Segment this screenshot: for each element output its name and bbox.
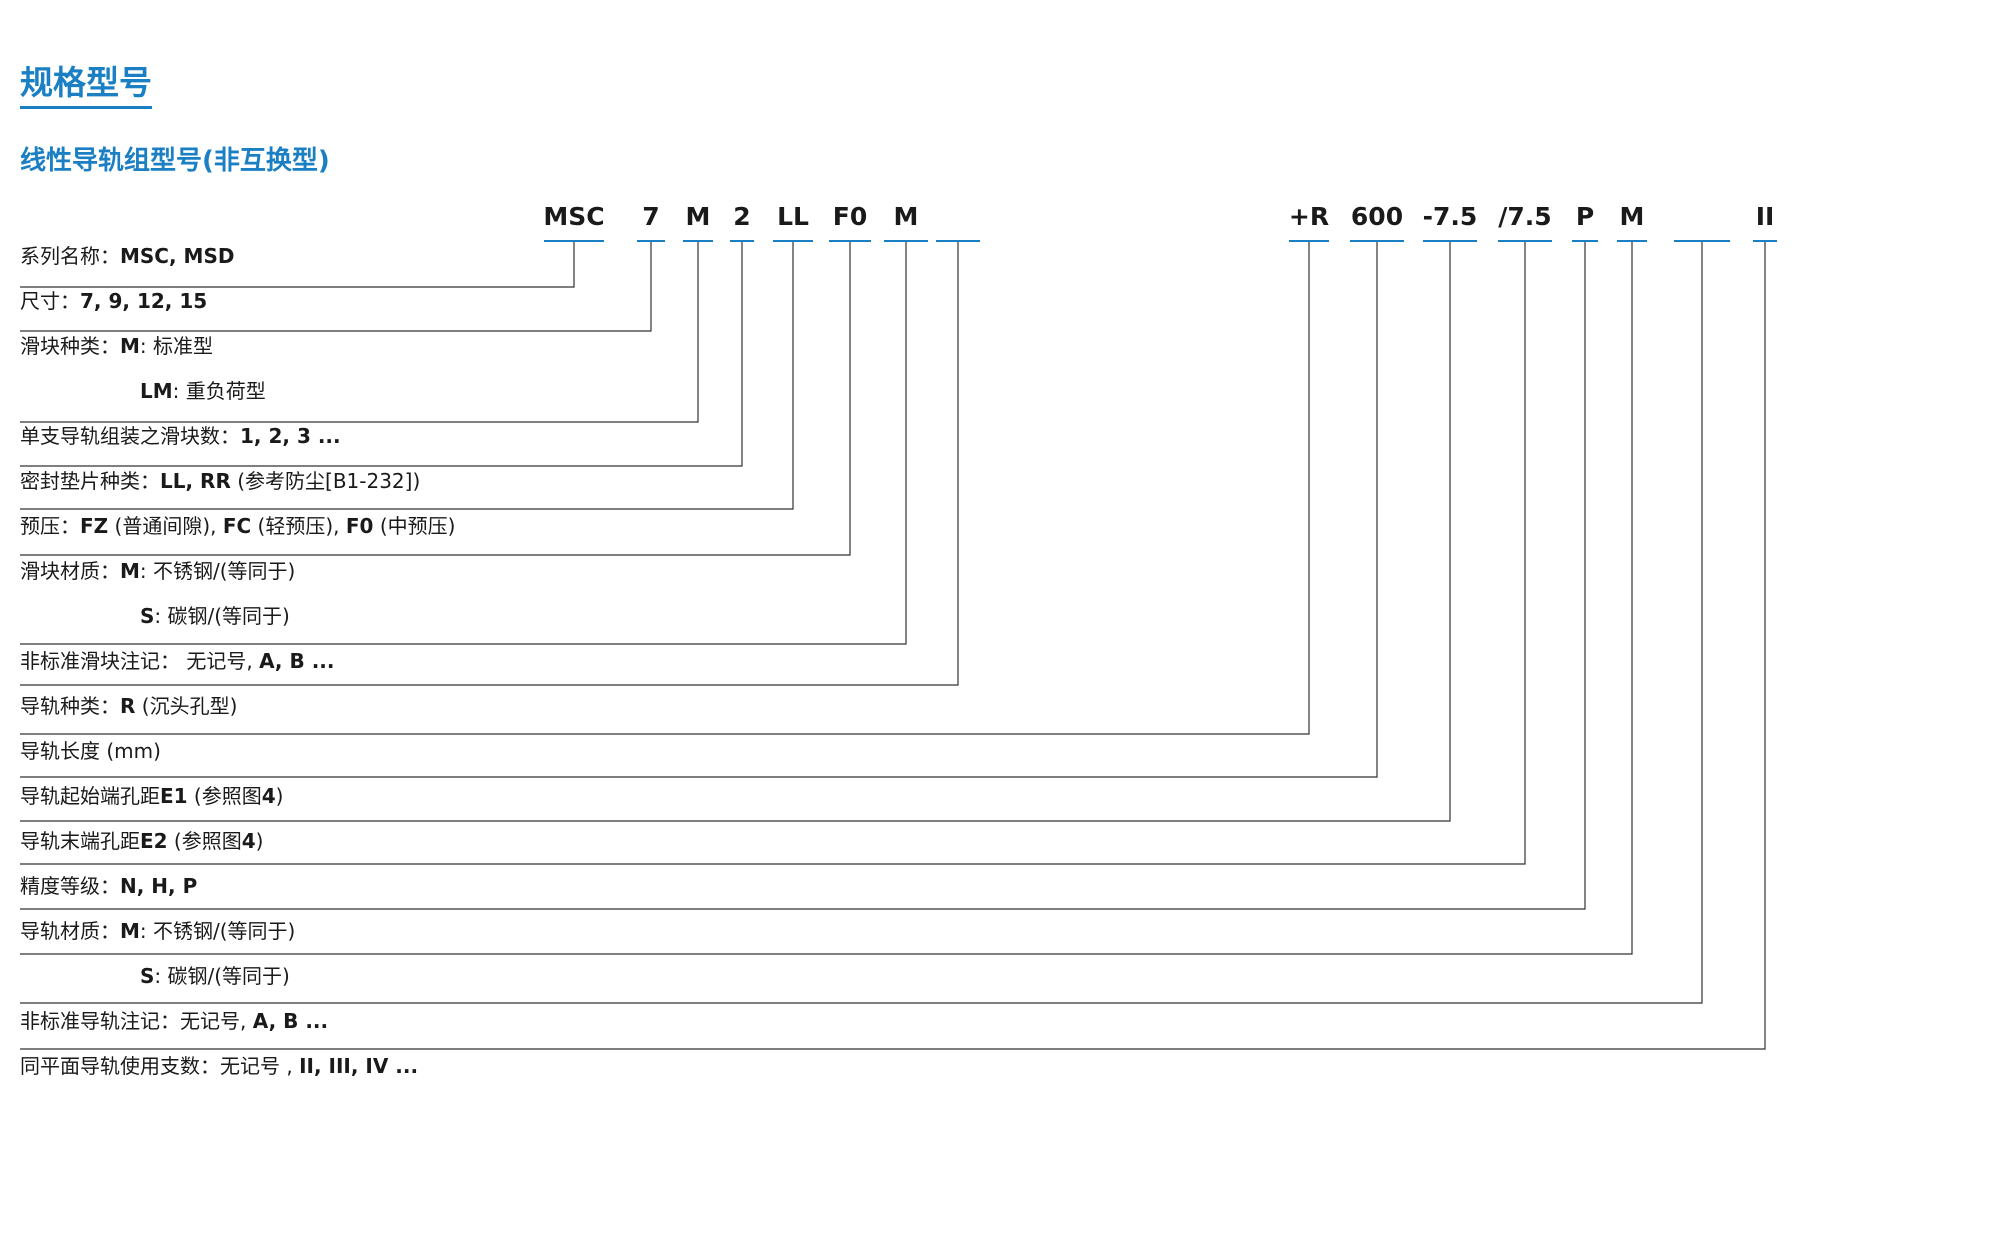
spec-label: 非标准滑块注记： 无记号, A, B ... xyxy=(20,649,335,673)
model-code-part: P xyxy=(1576,202,1594,231)
spec-label: 导轨种类：R (沉头孔型) xyxy=(20,694,237,718)
spec-label: 非标准导轨注记：无记号, A, B ... xyxy=(20,1009,328,1033)
model-code-part: 2 xyxy=(733,202,750,231)
connector-line xyxy=(20,242,1526,865)
spec-label: 系列名称：MSC, MSD xyxy=(20,244,234,268)
page-title: 规格型号 xyxy=(20,64,152,109)
model-code-part: II xyxy=(1756,202,1775,231)
spec-label: 精度等级：N, H, P xyxy=(20,874,197,898)
connector-line xyxy=(20,242,1451,822)
connector-line xyxy=(20,242,907,645)
connector-line xyxy=(20,242,1766,1050)
spec-label: 预压：FZ (普通间隙), FC (轻预压), F0 (中预压) xyxy=(20,514,455,538)
connector-line xyxy=(20,242,743,467)
connector-line xyxy=(20,242,1378,778)
model-code-part: 600 xyxy=(1351,202,1403,231)
model-code-part: F0 xyxy=(833,202,867,231)
connector-line xyxy=(20,242,652,332)
spec-label: 单支导轨组装之滑块数：1, 2, 3 ... xyxy=(20,424,341,448)
connector-line xyxy=(20,242,959,686)
spec-label: 滑块种类：M: 标准型 xyxy=(20,334,213,358)
model-code-part: -7.5 xyxy=(1423,202,1478,231)
model-code-part: /7.5 xyxy=(1498,202,1551,231)
connector-line xyxy=(20,242,1703,1004)
connector-line xyxy=(20,242,1586,910)
spec-label: 尺寸：7, 9, 12, 15 xyxy=(20,289,207,313)
model-code-part: LL xyxy=(777,202,809,231)
connector-line xyxy=(20,242,1633,955)
spec-label: S: 碳钢/(等同于) xyxy=(140,604,290,628)
model-code-part: MSC xyxy=(543,202,604,231)
model-code-part: M xyxy=(1620,202,1645,231)
model-code-part: M xyxy=(686,202,711,231)
connector-line xyxy=(20,242,1310,735)
spec-label: 同平面导轨使用支数：无记号 , II, III, IV ... xyxy=(20,1054,418,1078)
connector-line xyxy=(20,242,699,423)
spec-label: 导轨长度 (mm) xyxy=(20,739,161,763)
spec-label: 密封垫片种类：LL, RR (参考防尘[B1-232]) xyxy=(20,469,420,493)
spec-label: S: 碳钢/(等同于) xyxy=(140,964,290,988)
model-code-part: M xyxy=(894,202,919,231)
spec-label: 导轨材质：M: 不锈钢/(等同于) xyxy=(20,919,295,943)
model-code-part: +R xyxy=(1289,202,1329,231)
spec-label: 滑块材质：M: 不锈钢/(等同于) xyxy=(20,559,295,583)
connector-line xyxy=(20,242,794,510)
model-code-part: 7 xyxy=(642,202,659,231)
spec-label: 导轨起始端孔距E1 (参照图4) xyxy=(20,784,283,808)
spec-label: LM: 重负荷型 xyxy=(140,379,266,403)
connector-line xyxy=(20,242,851,556)
connector-line xyxy=(20,242,575,288)
section-subtitle: 线性导轨组型号(非互换型) xyxy=(20,146,330,176)
spec-label: 导轨末端孔距E2 (参照图4) xyxy=(20,829,263,853)
